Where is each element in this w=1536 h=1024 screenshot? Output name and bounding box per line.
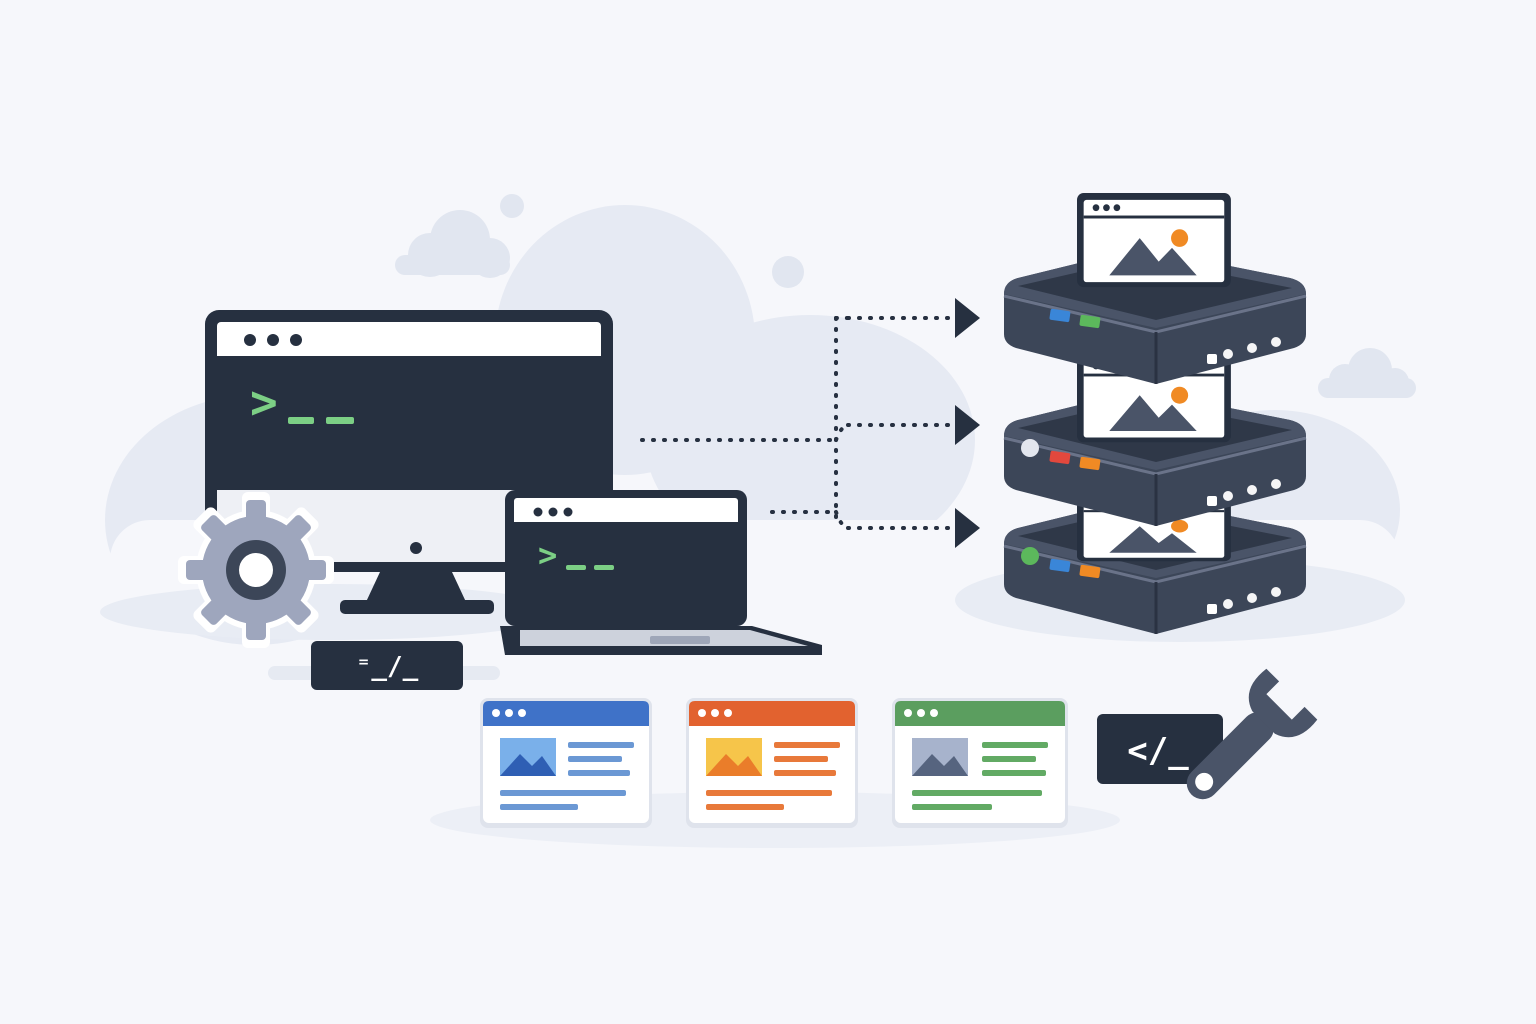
bubble (500, 194, 524, 218)
site-card-green (892, 698, 1068, 828)
monitor-stand (366, 572, 466, 602)
laptop-cursor (566, 565, 586, 570)
server-window-top (1077, 193, 1231, 288)
laptop: > (500, 490, 822, 655)
desktop-cursor (326, 417, 354, 424)
desktop-cursor (288, 417, 314, 424)
server-top (998, 246, 1308, 386)
gear-icon (178, 492, 334, 648)
monitor-base (340, 600, 494, 614)
site-card-orange (686, 698, 858, 828)
server-bottom (998, 496, 1308, 636)
code-tag-right: </_ (1097, 714, 1223, 784)
arrow-right-icon (955, 298, 980, 548)
server-middle (998, 388, 1308, 528)
code-tag-left: ⁼_/_ (311, 641, 463, 690)
small-cloud-left (395, 210, 510, 278)
code-tag-right-text: </_ (1127, 731, 1189, 771)
wrench-icon (1186, 668, 1318, 800)
server-led (1021, 439, 1039, 457)
laptop-cursor (594, 565, 614, 570)
laptop-prompt-symbol: > (538, 536, 557, 574)
small-cloud-right (1318, 348, 1416, 398)
connection-lines (640, 316, 950, 530)
desktop-prompt-symbol: > (250, 375, 278, 429)
site-card-blue (480, 698, 652, 828)
server-led (1021, 547, 1039, 565)
monitor-power-dot (410, 542, 422, 554)
code-tag-left-text: ⁼_/_ (356, 652, 419, 682)
bubble (772, 256, 804, 288)
